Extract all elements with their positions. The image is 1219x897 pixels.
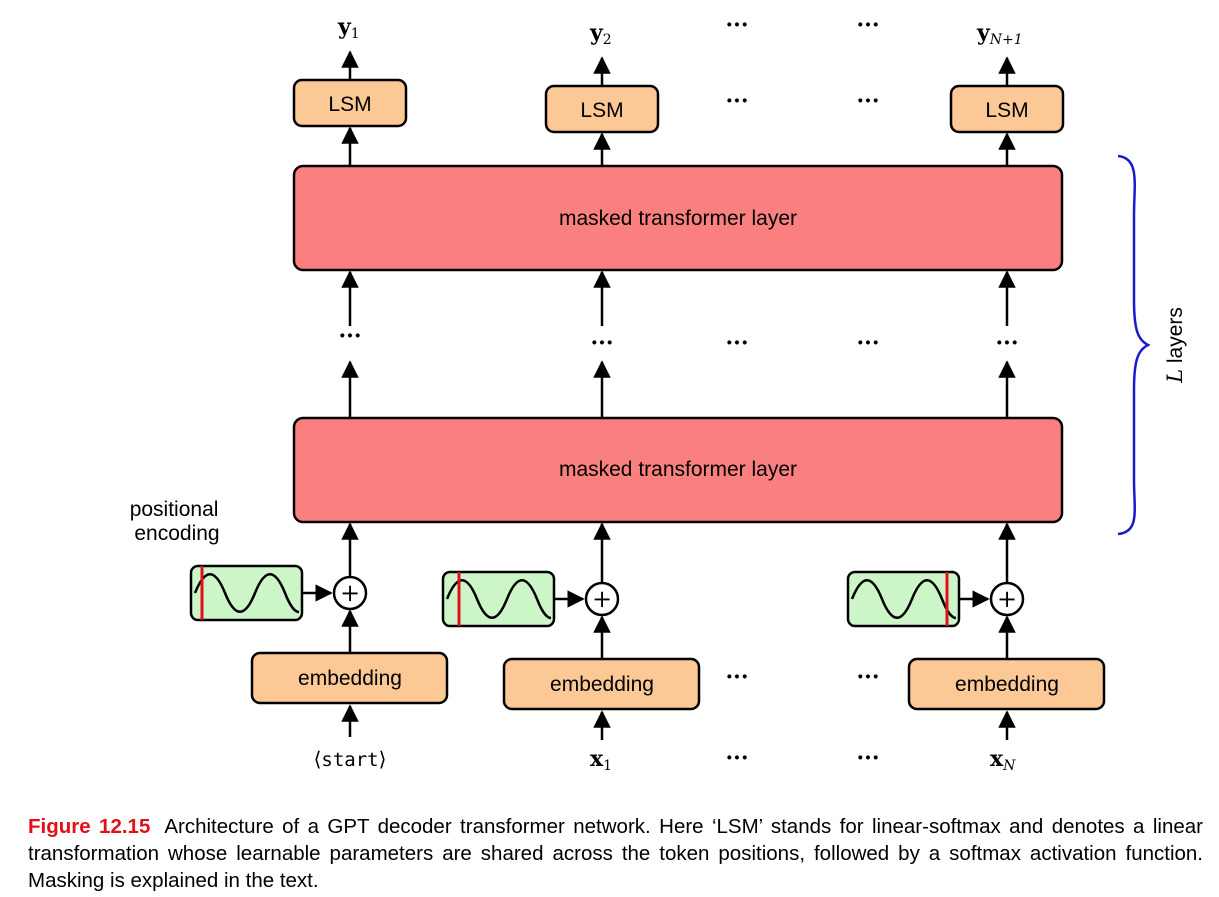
dots-top-1: ··· — [726, 12, 749, 38]
plus-circle-3: + — [989, 581, 1025, 617]
lsm-label: LSM — [328, 93, 371, 116]
input-label-x1: x1 — [590, 746, 612, 774]
dots-mid-col3: ··· — [996, 330, 1019, 356]
positional-encoding-box-2 — [441, 570, 556, 628]
positional-encoding-box-3 — [846, 570, 961, 628]
masked-transformer-layer-top: masked transformer layer — [292, 164, 1064, 272]
embedding-box-3: embedding — [907, 657, 1106, 711]
dots-mid-col1: ··· — [339, 323, 362, 349]
embedding-label: embedding — [550, 673, 654, 696]
embedding-label: embedding — [298, 667, 402, 690]
figure-label: Figure 12.15 — [28, 815, 151, 838]
dots-top-2: ··· — [857, 12, 880, 38]
lsm-box-2: LSM — [544, 84, 660, 134]
masked-transformer-layer-bottom: masked transformer layer — [292, 416, 1064, 524]
dots-lsm-row-2: ··· — [857, 88, 880, 114]
lsm-label: LSM — [580, 99, 623, 122]
plus-icon: + — [340, 579, 360, 607]
input-label-xN: xN — [990, 746, 1016, 774]
output-label-yN1: yN+1 — [976, 20, 1023, 48]
positional-encoding-box-1 — [189, 564, 304, 622]
input-label-start: ⟨start⟩ — [314, 747, 387, 771]
lsm-label: LSM — [985, 99, 1028, 122]
output-label-y2: y2 — [589, 20, 612, 48]
embedding-label: embedding — [955, 673, 1059, 696]
layer-label: masked transformer layer — [559, 207, 797, 230]
caption-text: Architecture of a GPT decoder transforme… — [28, 815, 1203, 892]
positional-encoding-label: positional encoding — [130, 498, 225, 545]
dots-input-row-2: ··· — [857, 745, 880, 771]
dots-mid-a: ··· — [726, 330, 749, 356]
output-label-y1: y1 — [337, 14, 360, 42]
dots-input-row-1: ··· — [726, 745, 749, 771]
embedding-box-1: embedding — [250, 651, 449, 705]
plus-circle-2: + — [584, 581, 620, 617]
dots-embedding-row-2: ··· — [857, 664, 880, 690]
embedding-box-2: embedding — [502, 657, 701, 711]
l-layers-label: L layers — [1163, 307, 1187, 384]
lsm-box-3: LSM — [949, 84, 1065, 134]
dots-mid-col2: ··· — [591, 330, 614, 356]
dots-embedding-row-1: ··· — [726, 664, 749, 690]
layer-label: masked transformer layer — [559, 458, 797, 481]
lsm-box-1: LSM — [292, 78, 408, 128]
plus-icon: + — [592, 585, 612, 613]
plus-icon: + — [997, 585, 1017, 613]
dots-lsm-row-1: ··· — [726, 88, 749, 114]
sine-wave-icon — [445, 579, 552, 620]
layers-brace — [1117, 154, 1151, 536]
plus-circle-1: + — [332, 575, 368, 611]
dots-mid-b: ··· — [857, 330, 880, 356]
sine-wave-icon — [193, 573, 300, 614]
